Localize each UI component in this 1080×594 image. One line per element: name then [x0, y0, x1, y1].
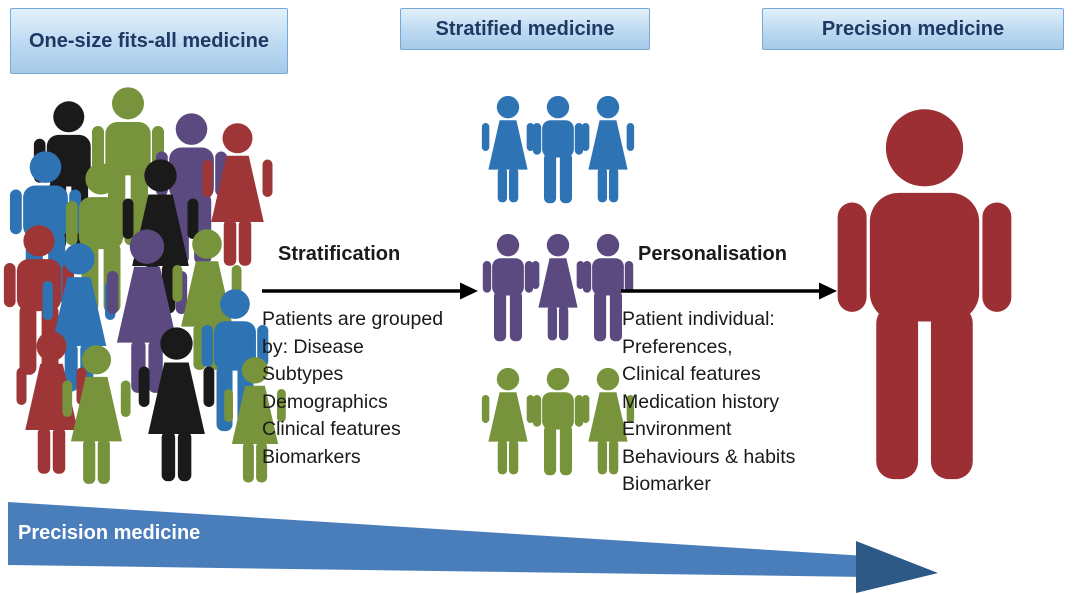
person-female-icon — [581, 95, 635, 203]
header-stratified-medicine: Stratified medicine — [400, 8, 650, 50]
individual-patient-group — [837, 109, 1012, 480]
wedge-body — [8, 502, 866, 577]
person-male-icon — [532, 367, 584, 476]
personalisation-description: Patient individual: Preferences, Clinica… — [622, 308, 796, 495]
person-female-icon — [481, 95, 535, 203]
wedge-precision-medicine-label: Precision medicine — [18, 522, 201, 544]
stratification-arrow — [262, 282, 478, 300]
personalisation-arrowhead-icon — [819, 282, 837, 300]
crowd-population-group — [3, 87, 286, 484]
wedge-arrowhead-icon — [856, 541, 938, 593]
personalisation-label: Personalisation — [638, 243, 787, 265]
person-female-icon — [531, 233, 585, 341]
stratification-description: Patients are grouped by: Disease Subtype… — [262, 308, 444, 468]
stratified-groups — [481, 95, 635, 476]
stratification-arrowhead-icon — [460, 282, 478, 300]
stratification-label: Stratification — [278, 243, 401, 265]
person-male-icon — [837, 109, 1012, 480]
header-one-size-fits-all: One-size fits-all medicine — [10, 8, 288, 74]
header-precision-medicine: Precision medicine — [762, 8, 1064, 50]
precision-wedge-arrow — [8, 502, 938, 593]
person-male-icon — [532, 95, 584, 204]
personalisation-arrow — [621, 282, 837, 300]
